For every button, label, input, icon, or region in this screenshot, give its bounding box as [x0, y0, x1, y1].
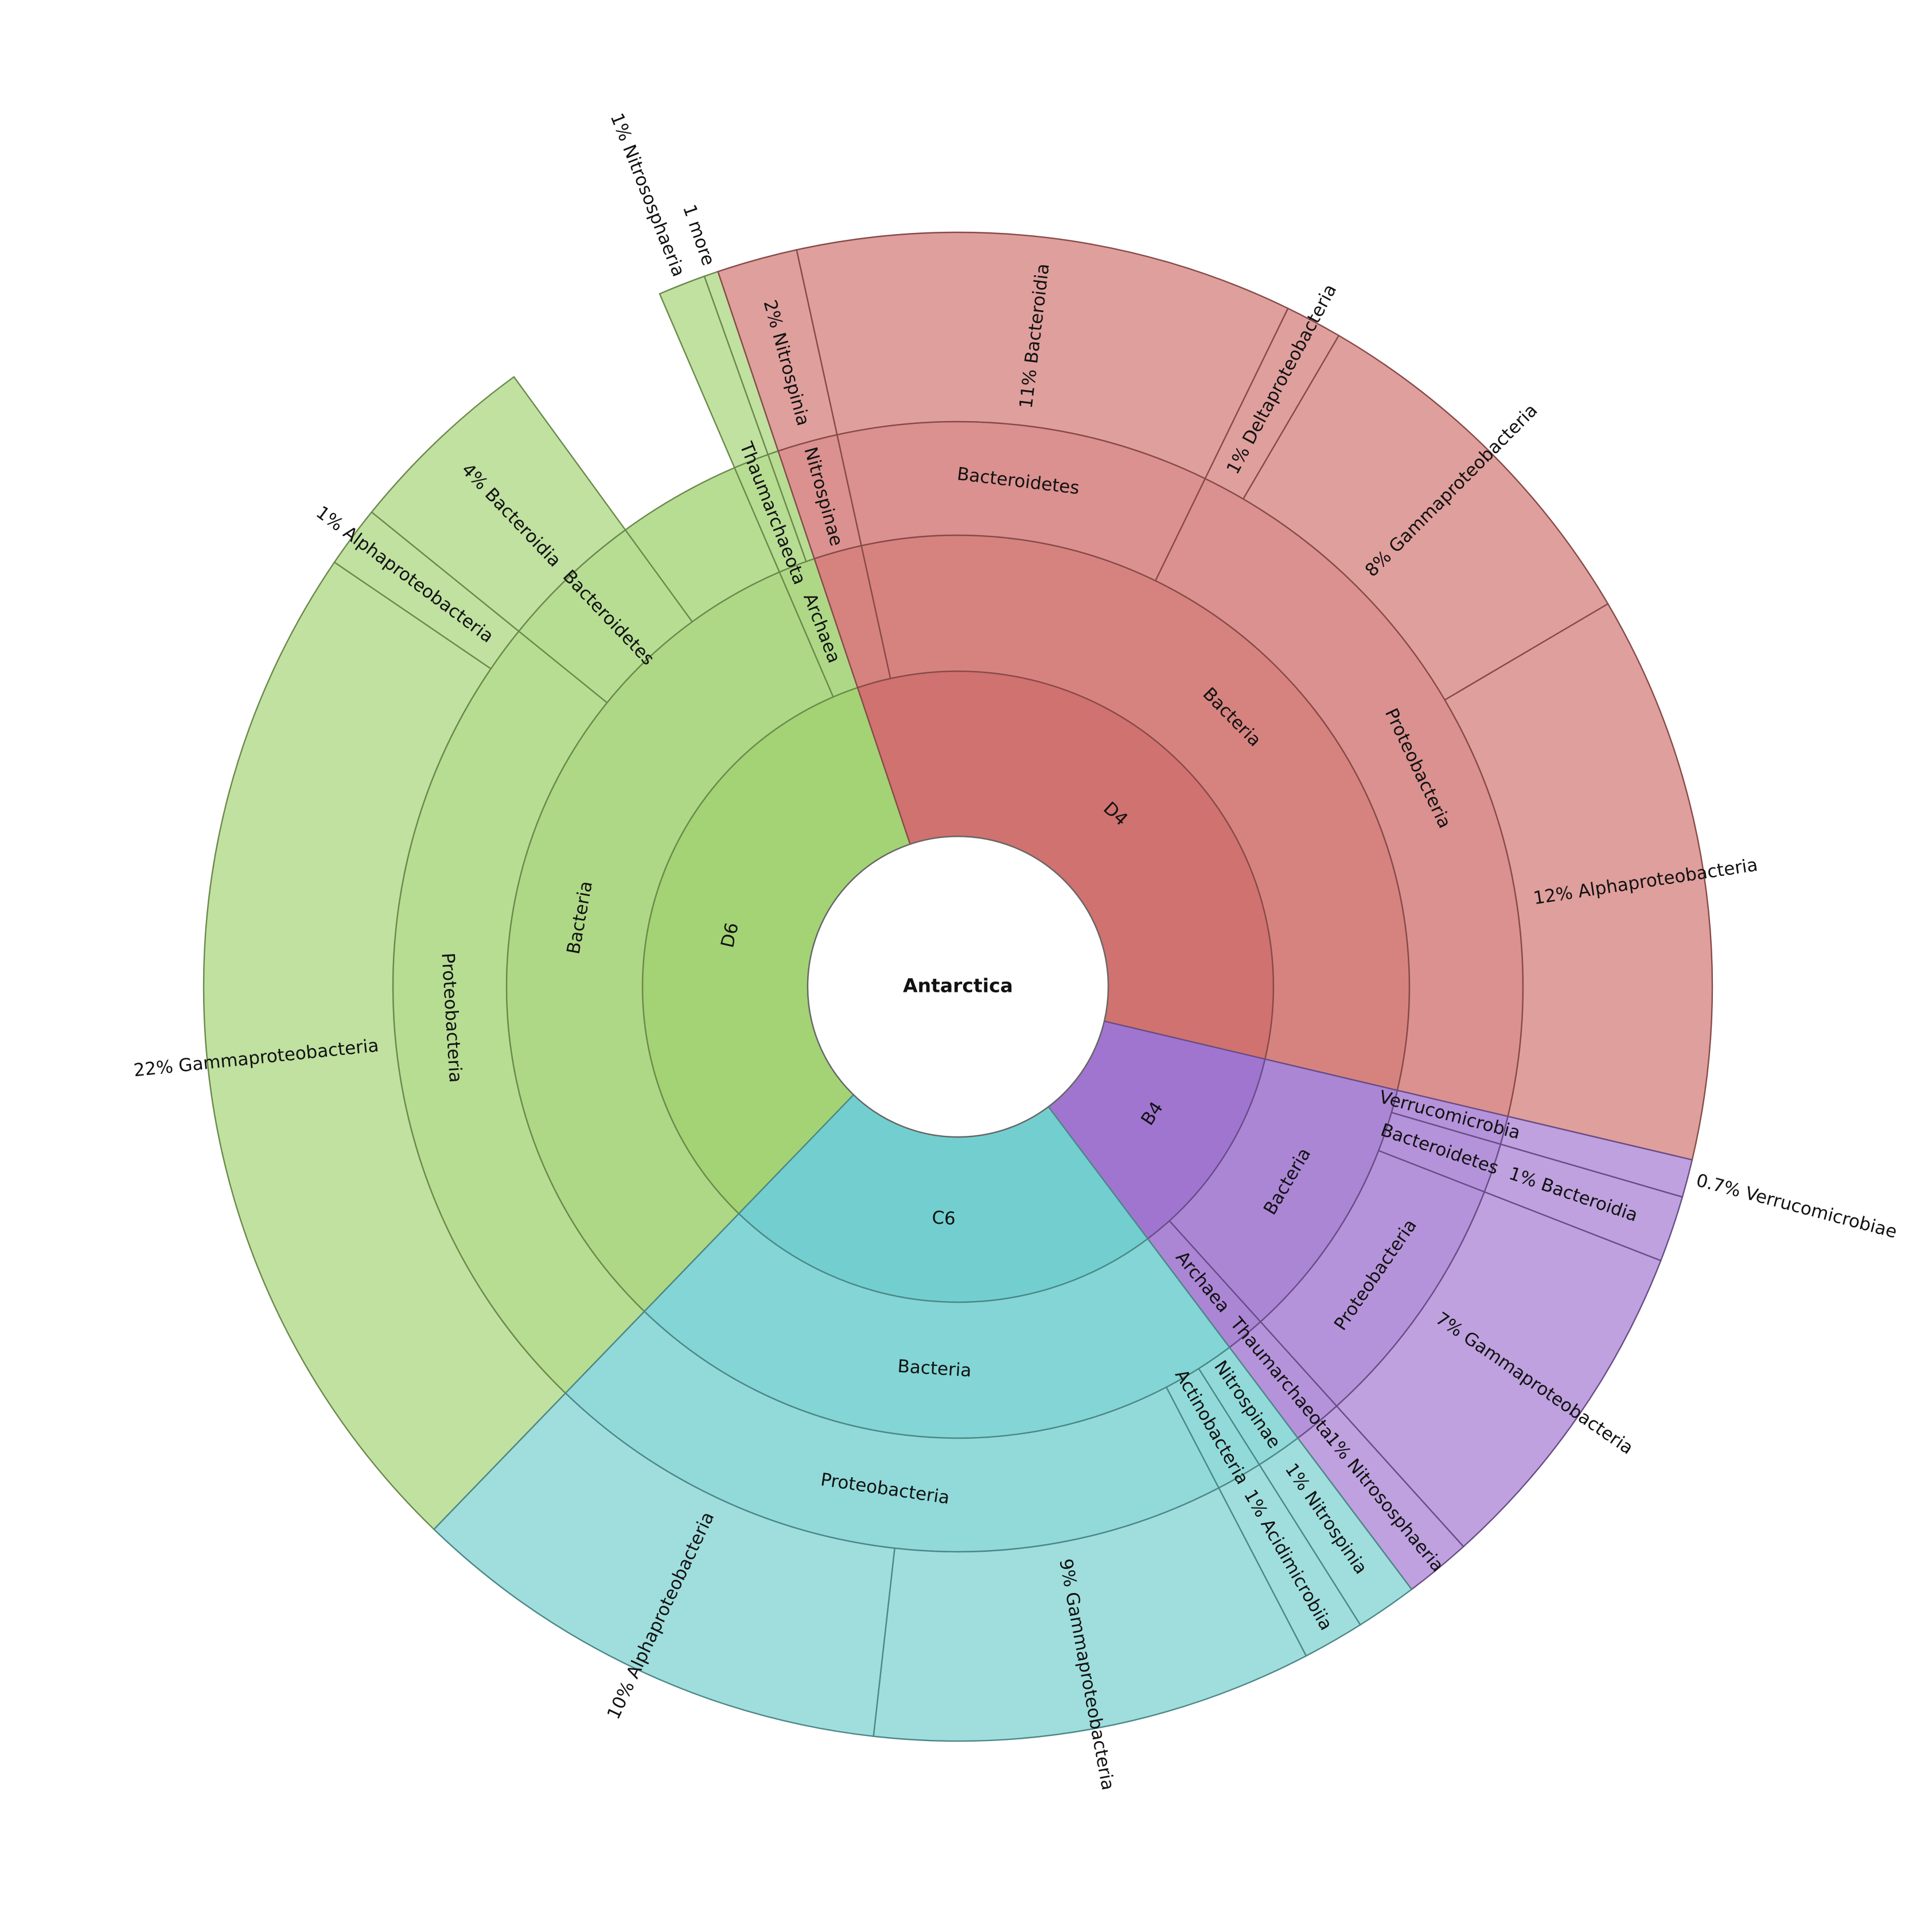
- label-c6: C6: [931, 1208, 956, 1229]
- segment-bacteroidia-level-3: [371, 376, 626, 633]
- segment-alphaproteobacteria-level-3: [1444, 602, 1713, 1161]
- label-nitrososphaeria: 1% Nitrososphaeria: [606, 110, 689, 279]
- label-bacteria: Bacteria: [897, 1356, 972, 1381]
- segment-gammaproteobacteria-level-3: [202, 561, 567, 1531]
- chart-title: Antarctica: [903, 975, 1013, 997]
- center-hole: [807, 835, 1109, 1138]
- sunburst-segments: [202, 231, 1713, 1742]
- label-verrucomicrobiae: 0.7% Verrucomicrobiae: [1694, 1170, 1899, 1243]
- segment-alphaproteobacteria-level-3: [433, 1392, 895, 1738]
- label-1-more: 1 more: [679, 202, 719, 268]
